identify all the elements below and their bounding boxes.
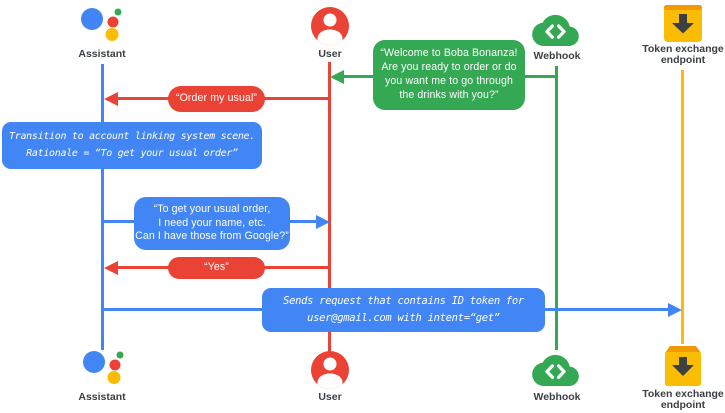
webhook-cloud-icon — [532, 14, 579, 46]
token-endpoint-lifeline — [681, 70, 684, 344]
user-icon — [311, 351, 349, 389]
token-endpoint-label-bottom: Token exchange endpoint — [642, 388, 724, 411]
assistant-label-bottom: Assistant — [78, 391, 126, 403]
transition-note-box: Transition to account linking system sce… — [2, 122, 262, 169]
order-usual-bubble: “Order my usual” — [168, 86, 265, 112]
google-assistant-icon — [83, 351, 124, 384]
welcome-message-bubble: “Welcome to Boba Bonanza! Are you ready … — [373, 40, 525, 110]
webhook-cloud-icon — [532, 354, 579, 386]
yes-arrowhead — [104, 261, 118, 275]
google-assistant-icon — [81, 8, 122, 41]
yes-bubble: “Yes” — [168, 257, 265, 279]
assistant-label-top: Assistant — [78, 48, 126, 60]
order-usual-arrowhead — [104, 92, 118, 106]
token-endpoint-label-top: Token exchange endpoint — [642, 43, 724, 66]
user-label-top: User — [318, 48, 342, 60]
welcome-arrowhead — [330, 70, 344, 84]
user-lifeline — [328, 62, 331, 352]
assistant-lifeline — [101, 64, 104, 350]
webhook-lifeline — [555, 66, 558, 350]
send-request-arrowhead — [668, 303, 682, 317]
ask-google-arrowhead — [316, 215, 330, 229]
webhook-label-bottom: Webhook — [533, 391, 581, 403]
send-request-box: Sends request that contains ID token for… — [262, 288, 545, 332]
webhook-label-top: Webhook — [533, 50, 581, 62]
ask-google-bubble: “To get your usual order, I need your na… — [134, 197, 290, 250]
token-endpoint-icon — [665, 346, 701, 386]
user-icon — [311, 7, 349, 45]
token-endpoint-icon — [664, 5, 702, 42]
user-label-bottom: User — [318, 391, 342, 403]
